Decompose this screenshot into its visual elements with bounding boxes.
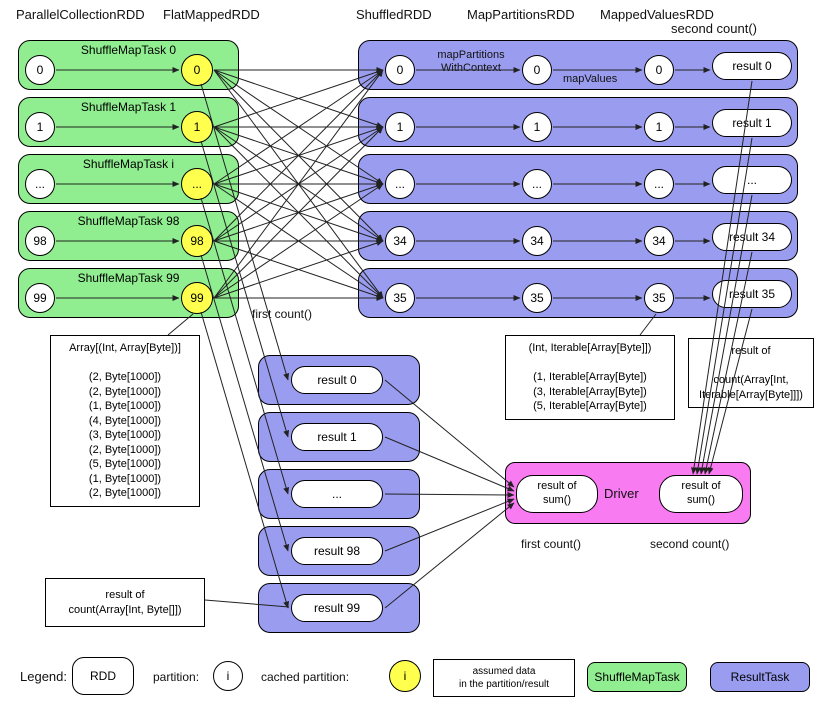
first-count-label: first count()	[252, 307, 313, 321]
driver-label: Driver	[604, 486, 639, 501]
second-count-row-result-2: ...	[712, 166, 792, 194]
shuffle-map-task-label-1: ShuffleMapTask 1	[80, 100, 177, 114]
mappedvalues-partition-circle-1: 1	[644, 112, 674, 142]
mappedvalues-partition-circle-4: 35	[644, 283, 674, 313]
legend-partition-label: partition:	[153, 670, 200, 684]
mappartitions-partition-circle-0: 0	[522, 55, 552, 85]
legend-cached-partition-label: cached partition:	[261, 670, 350, 684]
shuffled-partition-circle-1: 1	[385, 112, 415, 142]
shuffled-partition-circle-0: 0	[385, 55, 415, 85]
shuffled-partition-circle-2: ...	[385, 169, 415, 199]
column-header-mappartitionsrdd: MapPartitionsRDD	[467, 7, 575, 22]
legend-title: Legend:	[20, 669, 67, 684]
shuffle-map-task-label-3: ShuffleMapTask 98	[77, 214, 180, 228]
flatmapped-partition-data-note: Array[(Int, Array[Byte])] (2, Byte[1000]…	[50, 335, 200, 507]
second-count-row-result-1: result 1	[712, 109, 792, 137]
shuffle-map-task-label-0: ShuffleMapTask 0	[80, 43, 177, 57]
legend-assumed-data-box: assumed data in the partition/result	[433, 659, 575, 698]
mappartitions-partition-circle-1: 1	[522, 112, 552, 142]
column-header-flatmappedrdd: FlatMappedRDD	[163, 7, 260, 22]
mappedvalues-partition-circle-0: 0	[644, 55, 674, 85]
mappedvalues-partition-circle-3: 34	[644, 226, 674, 256]
first-count-result-3: result 98	[291, 537, 383, 565]
input-partition-circle-3: 98	[25, 226, 55, 256]
first-count-result-4: result 99	[291, 594, 383, 622]
input-partition-circle-0: 0	[25, 55, 55, 85]
mappartitions-partition-circle-4: 35	[522, 283, 552, 313]
input-partition-circle-2: ...	[25, 169, 55, 199]
first-count-result-1: result 1	[291, 423, 383, 451]
cached-partition-circle-3: 98	[181, 225, 213, 257]
column-header-second-count: second count()	[671, 21, 757, 36]
first-count-result-2: ...	[291, 480, 383, 508]
shuffled-partition-circle-4: 35	[385, 283, 415, 313]
cached-partition-circle-0: 0	[181, 54, 213, 86]
cached-partition-circle-4: 99	[181, 282, 213, 314]
shuffled-partition-circle-3: 34	[385, 226, 415, 256]
second-count-row-result-3: result 34	[712, 223, 792, 251]
mappartitionswithcontext-label: mapPartitions WithContext	[437, 49, 505, 75]
legend-cached-partition-circle: i	[389, 660, 421, 692]
cached-partition-circle-1: 1	[181, 111, 213, 143]
first-count-caption: first count()	[521, 537, 582, 551]
shuffled-partition-data-note: (Int, Iterable[Array[Byte]]) (1, Iterabl…	[505, 335, 675, 420]
mappartitions-partition-circle-3: 34	[522, 226, 552, 256]
first-count-sum-result-box: result of sum()	[516, 475, 598, 513]
legend-resulttask-box: ResultTask	[710, 662, 810, 692]
legend-partition-circle: i	[213, 661, 243, 691]
mappartitions-partition-circle-2: ...	[522, 169, 552, 199]
legend-rdd-box: RDD	[72, 657, 134, 695]
cached-partition-circle-2: ...	[181, 168, 213, 200]
mappedvalues-partition-circle-2: ...	[644, 169, 674, 199]
second-count-sum-result-box: result of sum()	[659, 475, 743, 513]
column-header-shuffledrdd: ShuffledRDD	[356, 7, 432, 22]
first-count-result-note: result of count(Array[Int, Byte[]])	[45, 578, 205, 628]
second-count-caption: second count()	[650, 537, 730, 551]
column-header-mappedvaluesrdd: MappedValuesRDD	[600, 7, 714, 22]
input-partition-circle-4: 99	[25, 283, 55, 313]
first-count-result-0: result 0	[291, 366, 383, 394]
second-count-row-result-0: result 0	[712, 52, 792, 80]
mapvalues-label: mapValues	[563, 73, 618, 85]
second-count-row-result-4: result 35	[712, 280, 792, 308]
second-count-result-note: result of count(Array[Int, Iterable[Arra…	[688, 338, 814, 409]
shuffle-map-task-label-4: ShuffleMapTask 99	[77, 271, 180, 285]
shuffle-map-task-label-2: ShuffleMapTask i	[82, 157, 175, 171]
input-partition-circle-1: 1	[25, 112, 55, 142]
column-header-parallelcollectionrdd: ParallelCollectionRDD	[16, 7, 145, 22]
legend-shufflemaptask-box: ShuffleMapTask	[587, 662, 687, 692]
